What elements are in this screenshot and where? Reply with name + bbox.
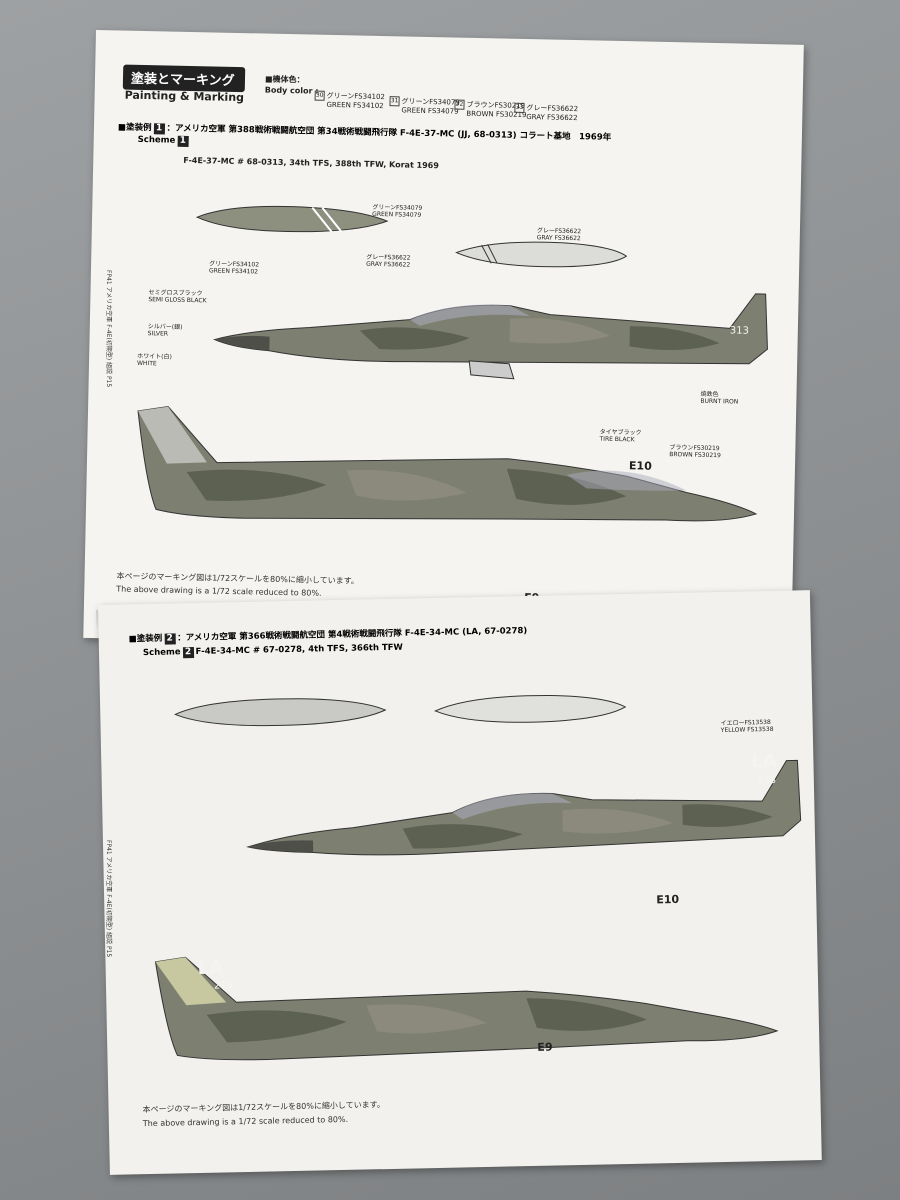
scale-note-en-1: The above drawing is a 1/72 scale reduce… [116, 584, 322, 598]
tail-code-1b: JJ [185, 403, 200, 426]
aircraft-side-view-2 [246, 759, 802, 856]
centerline-tank-drawing-2 [434, 695, 627, 723]
scale-note-jp-2: 本ページのマーキング図は1/72スケールを80%に縮小しています。 [142, 1100, 385, 1115]
tail-code-2b: LA [197, 957, 224, 979]
tail-code-2: LA [751, 750, 778, 773]
body-color-label-jp: ■機体色： [264, 74, 305, 85]
color-chip-icon: 31 [389, 96, 400, 107]
section-title-en: Painting & Marking [124, 88, 245, 105]
aircraft-side-view-1b [137, 406, 758, 522]
callout-silver: シルバー(銀)SILVER [147, 323, 183, 338]
color-chip-icon: 32 [454, 99, 465, 110]
body-color-label-en: Body color : [264, 85, 319, 96]
scale-note-en-2: The above drawing is a 1/72 scale reduce… [142, 1114, 349, 1129]
tail-number-1: 313 [729, 325, 750, 337]
aircraft-side-view-2b [154, 956, 779, 1061]
drop-tank-drawing [195, 205, 389, 233]
tail-number-2b: 278 [213, 980, 234, 992]
tail-code-1: JJ [715, 301, 729, 323]
instruction-page-top: 塗装とマーキング Painting & Marking ■機体色： Body c… [83, 30, 804, 653]
label-e9-2: E9 [537, 1040, 553, 1054]
scale-note-jp-1: 本ページのマーキング図は1/72スケールを80%に縮小しています。 [116, 571, 359, 586]
aircraft-side-view-1 [213, 293, 768, 380]
callout-white: ホワイト(白)WHITE [136, 352, 172, 368]
centerline-tank-drawing [455, 241, 628, 268]
color-chip-icon: 30 [314, 90, 325, 101]
scheme1-desc-en: F-4E-37-MC # 68-0313, 34th TFS, 388th TF… [183, 155, 439, 171]
color-chip-icon: 33 [514, 102, 525, 113]
label-e10-2: E10 [656, 892, 680, 907]
drop-tank-drawing-2 [174, 698, 387, 727]
label-e10: E10 [628, 459, 652, 473]
tail-number-1b: 313 [205, 428, 225, 440]
tail-number-2: 278 [756, 774, 777, 787]
side-footer-bottom: FP41 アメリカ空軍 F-4E(初期型) 組説 P15 [105, 840, 112, 958]
side-footer-top: FP41 アメリカ空軍 F-4E(初期型) 組説 P15 [105, 270, 112, 388]
